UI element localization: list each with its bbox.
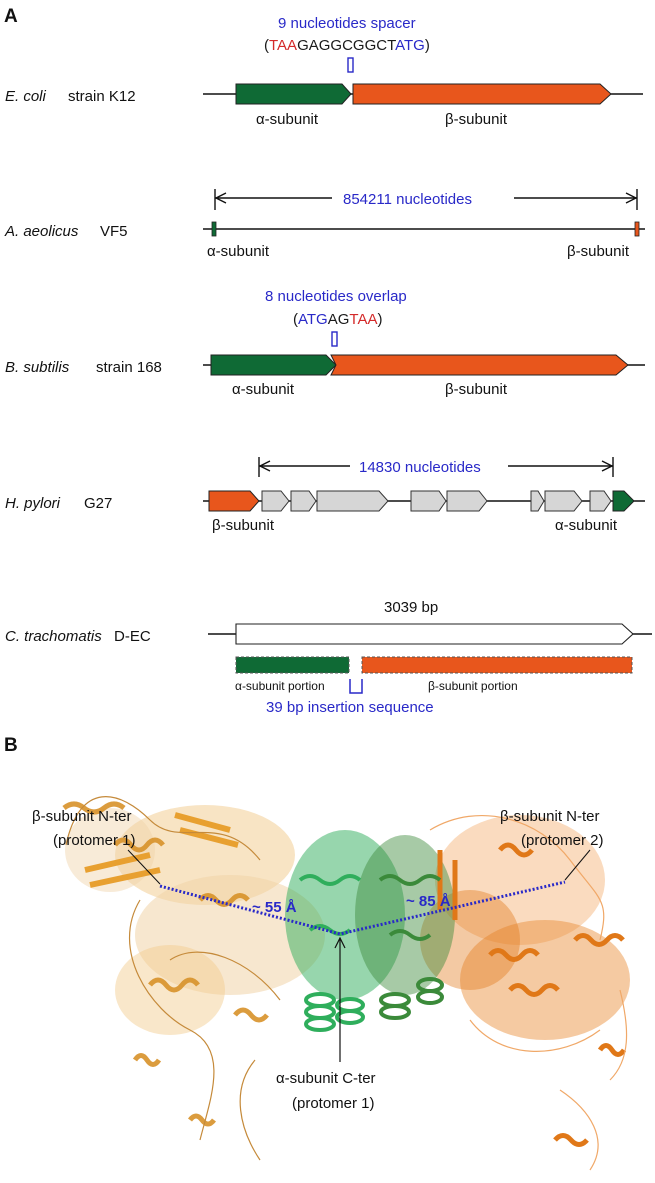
ecoli-spacer-note: 9 nucleotides spacer bbox=[278, 15, 416, 32]
pylori-intervening-gene bbox=[530, 490, 545, 512]
panel-a-label: A bbox=[4, 6, 18, 27]
distance-left-label: ~ 55 Å bbox=[252, 899, 297, 916]
ecoli-sequence: (TAAGAGGCGGCTATG) bbox=[264, 37, 430, 54]
alpha-subunit-protomer-1 bbox=[285, 830, 405, 1000]
pylori-intervening-gene bbox=[446, 490, 488, 512]
pointer-nter-1 bbox=[127, 849, 161, 885]
trachomatis-strain: D-EC bbox=[114, 628, 151, 645]
pylori-intervening-gene bbox=[589, 490, 612, 512]
subtilis-alpha-label: α-subunit bbox=[232, 381, 295, 398]
ecoli-beta-label: β-subunit bbox=[445, 111, 508, 128]
protein-structure bbox=[62, 796, 630, 1171]
pylori-row: 14830 nucleotides H. pylori G27 β-subuni… bbox=[5, 457, 645, 534]
pylori-alpha-label: α-subunit bbox=[555, 517, 618, 534]
ecoli-beta-gene bbox=[352, 83, 612, 105]
trachomatis-alpha-label: α-subunit portion bbox=[235, 679, 325, 693]
arrow-left-icon bbox=[214, 192, 227, 204]
arrow-left-icon bbox=[258, 460, 271, 472]
subtilis-overlap-marker bbox=[331, 331, 338, 347]
trachomatis-beta-portion bbox=[361, 656, 633, 674]
aeolicus-alpha-gene bbox=[211, 221, 217, 237]
aeolicus-organism: A. aeolicus bbox=[4, 223, 79, 240]
beta-nter-1-label: β-subunit N-ter bbox=[32, 808, 132, 825]
trachomatis-row: 3039 bp C. trachomatis D-EC α-subunit po… bbox=[5, 599, 652, 716]
trachomatis-beta-label: β-subunit portion bbox=[428, 679, 518, 693]
aeolicus-row: 854211 nucleotides A. aeolicus VF5 α-sub… bbox=[4, 189, 645, 260]
subtilis-sequence: (ATGAGTAA) bbox=[293, 311, 382, 328]
panel-b-label: B bbox=[4, 735, 18, 756]
pylori-intervening-gene bbox=[290, 490, 317, 512]
subtilis-organism: B. subtilis bbox=[5, 359, 70, 376]
beta-subunit-protomer-2 bbox=[435, 815, 605, 945]
alpha-cter-label: α-subunit C-ter bbox=[276, 1070, 376, 1087]
beta-nter-2-label: β-subunit N-ter bbox=[500, 808, 600, 825]
ecoli-alpha-gene bbox=[235, 83, 352, 105]
beta-nter-1-protomer: (protomer 1) bbox=[53, 832, 136, 849]
pylori-distance-label: 14830 nucleotides bbox=[359, 459, 481, 476]
subtilis-beta-gene bbox=[330, 354, 629, 376]
alpha-cter-protomer: (protomer 1) bbox=[292, 1095, 375, 1112]
aeolicus-beta-label: β-subunit bbox=[567, 243, 630, 260]
subtilis-row: 8 nucleotides overlap (ATGAGTAA) B. subt… bbox=[5, 288, 645, 398]
subtilis-beta-label: β-subunit bbox=[445, 381, 508, 398]
arrow-right-icon bbox=[625, 192, 638, 204]
subtilis-alpha-gene bbox=[210, 354, 337, 376]
ecoli-alpha-label: α-subunit bbox=[256, 111, 319, 128]
pylori-strain: G27 bbox=[84, 495, 112, 512]
pylori-beta-label: β-subunit bbox=[212, 517, 275, 534]
distance-right-label: ~ 85 Å bbox=[406, 893, 451, 910]
pylori-alpha-gene bbox=[612, 490, 635, 512]
distance-dotted-line bbox=[159, 880, 566, 936]
pylori-intervening-gene bbox=[316, 490, 389, 512]
ecoli-strain: strain K12 bbox=[68, 88, 136, 105]
pylori-beta-gene bbox=[208, 490, 260, 512]
ecoli-row: 9 nucleotides spacer (TAAGAGGCGGCTATG) E… bbox=[5, 15, 643, 128]
pylori-intervening-gene bbox=[410, 490, 447, 512]
trachomatis-length-label: 3039 bp bbox=[384, 599, 438, 616]
aeolicus-beta-gene bbox=[634, 221, 640, 237]
pointer-nter-2 bbox=[564, 849, 591, 881]
trachomatis-alpha-portion bbox=[235, 656, 350, 674]
pylori-intervening-gene bbox=[544, 490, 583, 512]
pylori-organism: H. pylori bbox=[5, 495, 61, 512]
trachomatis-insertion-label: 39 bp insertion sequence bbox=[266, 699, 434, 716]
arrow-up-icon bbox=[334, 936, 346, 949]
subtilis-strain: strain 168 bbox=[96, 359, 162, 376]
arrow-right-icon bbox=[601, 460, 614, 472]
trachomatis-insertion-bracket bbox=[349, 679, 363, 694]
trachomatis-fused-gene bbox=[235, 623, 634, 645]
beta-nter-2-protomer: (protomer 2) bbox=[521, 832, 604, 849]
pylori-intervening-gene bbox=[261, 490, 290, 512]
trachomatis-organism: C. trachomatis bbox=[5, 628, 102, 645]
ecoli-organism: E. coli bbox=[5, 88, 47, 105]
subtilis-overlap-note: 8 nucleotides overlap bbox=[265, 288, 407, 305]
ecoli-spacer-marker bbox=[347, 57, 354, 73]
aeolicus-distance-label: 854211 nucleotides bbox=[343, 191, 472, 208]
aeolicus-alpha-label: α-subunit bbox=[207, 243, 270, 260]
aeolicus-strain: VF5 bbox=[100, 223, 128, 240]
